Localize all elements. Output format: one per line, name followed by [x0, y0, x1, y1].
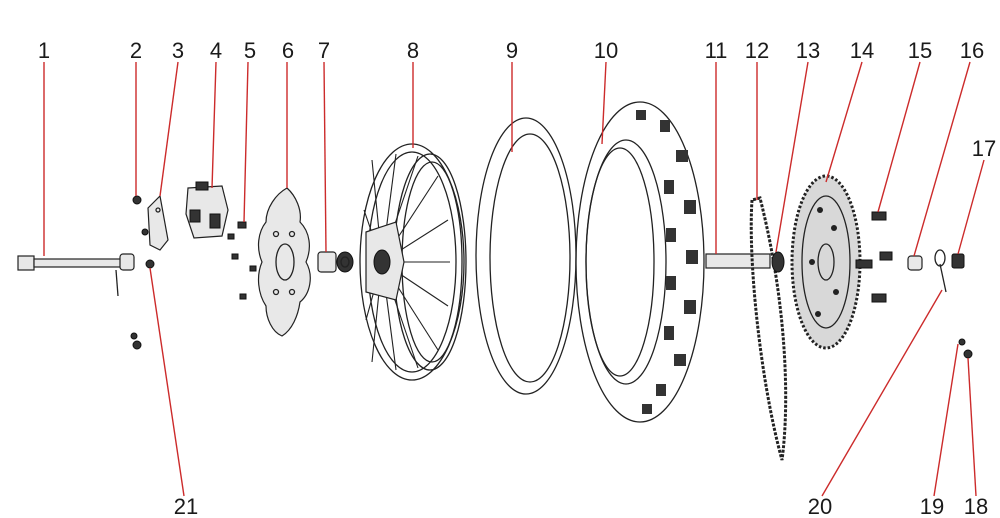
callout-16: 16: [960, 38, 984, 63]
callout-6: 6: [282, 38, 294, 63]
sprocket-bolts: [855, 211, 893, 303]
callout-labels: 1 2 3 4 5 6 7 8 9 10 11 12 13 14 15 16 1…: [38, 38, 996, 518]
callout-13: 13: [796, 38, 820, 63]
callout-19: 19: [920, 494, 944, 518]
axle-nut: [951, 253, 965, 269]
wheel-rim: [359, 143, 467, 381]
drive-chain: [749, 196, 788, 461]
axle-bolt: [17, 253, 135, 297]
brake-caliper: [185, 181, 229, 239]
callout-12: 12: [745, 38, 769, 63]
callout-10: 10: [594, 38, 618, 63]
callout-8: 8: [407, 38, 419, 63]
leader-lines: [43, 61, 985, 497]
callout-17: 17: [972, 136, 996, 161]
cotter-parts: [958, 338, 973, 359]
spacer: [317, 251, 354, 273]
callout-7: 7: [318, 38, 330, 63]
caliper-bracket: [147, 194, 169, 251]
callout-21: 21: [174, 494, 198, 518]
axle-sleeve: [705, 253, 771, 269]
disc-bolts: [227, 221, 257, 300]
callout-3: 3: [172, 38, 184, 63]
adjuster-parts: [907, 249, 947, 293]
rear-sprocket: [790, 174, 862, 350]
callout-15: 15: [908, 38, 932, 63]
callout-20: 20: [808, 494, 832, 518]
callout-14: 14: [850, 38, 874, 63]
inner-tube: [475, 117, 577, 395]
tire: [575, 101, 705, 423]
sprocket-bearing: [771, 251, 785, 273]
callout-18: 18: [964, 494, 988, 518]
callout-9: 9: [506, 38, 518, 63]
callout-11: 11: [705, 38, 728, 63]
callout-4: 4: [210, 38, 222, 63]
bracket-bolts: [130, 195, 155, 350]
callout-5: 5: [244, 38, 256, 63]
callout-1: 1: [38, 38, 50, 63]
callout-2: 2: [130, 38, 142, 63]
brake-disc: [257, 187, 311, 337]
